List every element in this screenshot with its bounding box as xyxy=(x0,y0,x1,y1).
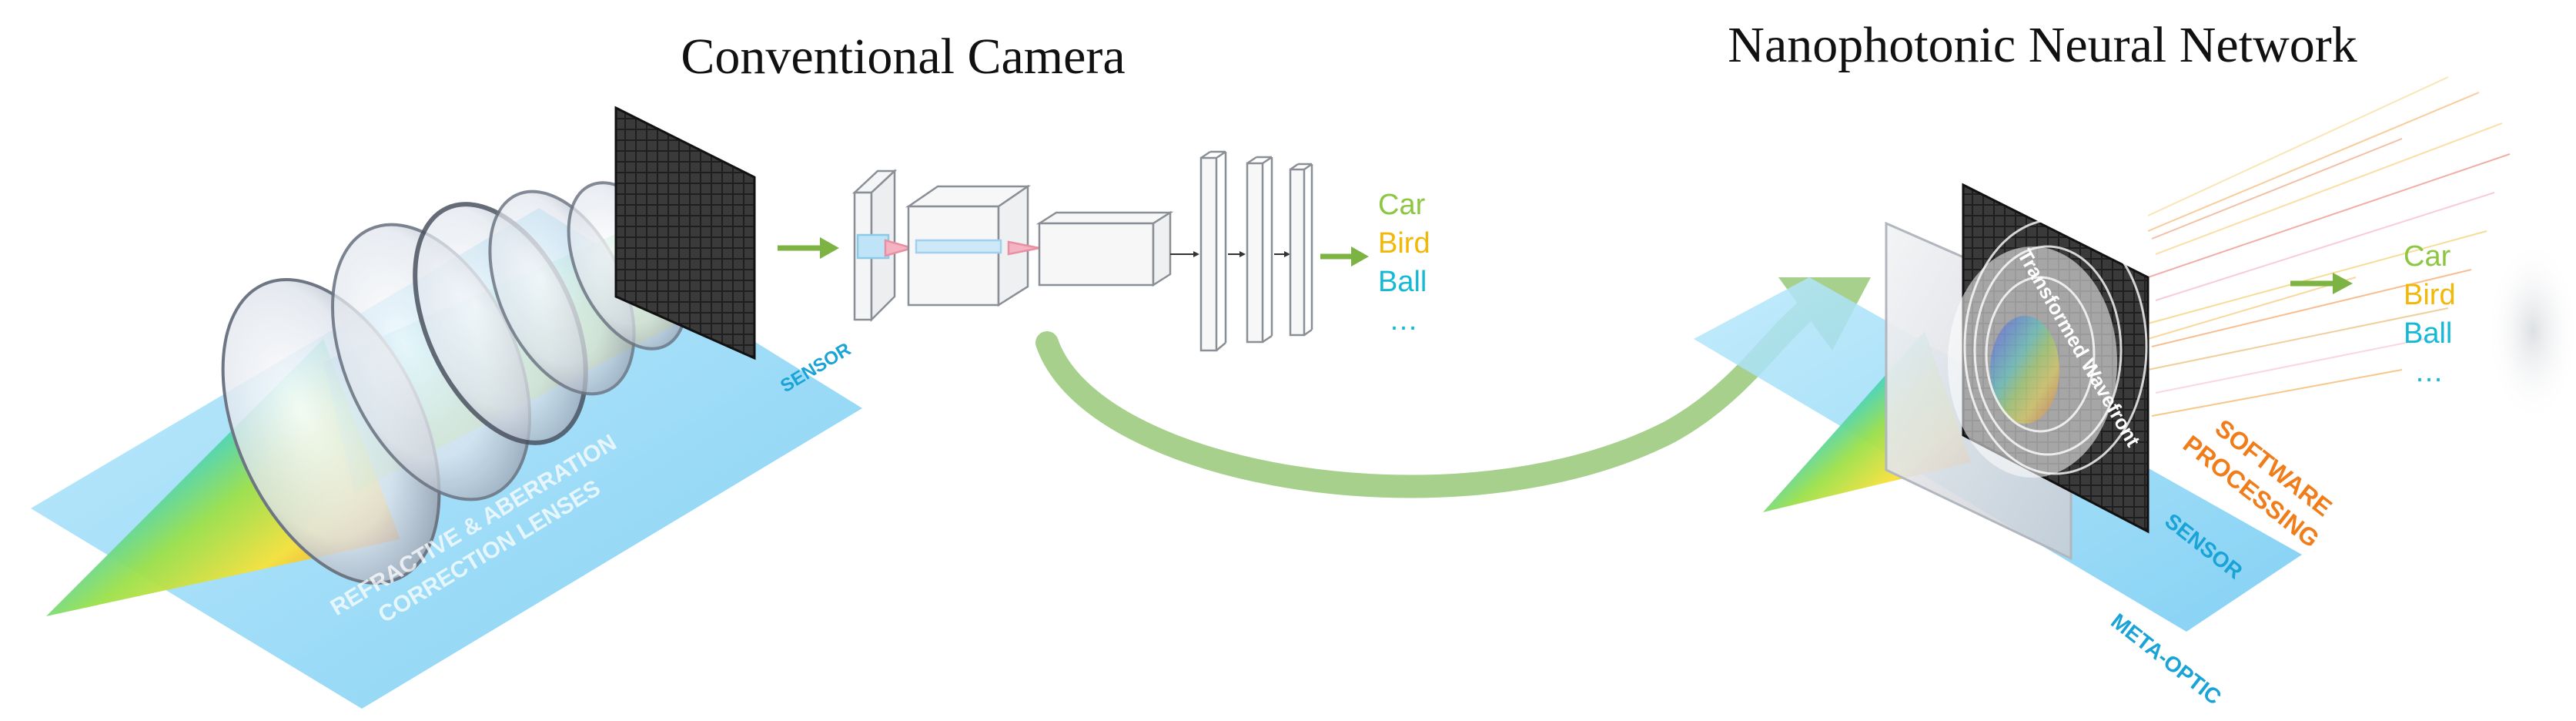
software-rays xyxy=(2147,76,2511,417)
class-label-car: Car xyxy=(1378,189,1426,221)
wavefront-rings xyxy=(1963,218,2148,475)
fc-layer xyxy=(1199,150,1227,352)
left-sensor xyxy=(614,106,756,360)
arrow-nanophotonic-to-classes xyxy=(2290,273,2353,294)
title-conventional-camera: Conventional Camera xyxy=(681,29,1125,85)
cnn-kernel-beam xyxy=(884,239,916,257)
class-label-ball: Ball xyxy=(1378,266,1427,298)
class-label-more: … xyxy=(1389,304,1418,337)
fc-layer xyxy=(1289,163,1313,337)
class-label-more: … xyxy=(2414,356,2444,388)
nanophotonic-illustration: Transformed Wavefront META-OPTIC SENSOR … xyxy=(1694,76,2511,709)
arrow-camera-to-cnn xyxy=(778,237,839,259)
transition-arrow xyxy=(1035,277,1871,498)
arrow-cnn-to-classes xyxy=(1320,246,1369,267)
class-label-bird: Bird xyxy=(2404,279,2456,311)
cnn-input-volume xyxy=(851,169,898,323)
left-class-labels: Car Bird Ball … xyxy=(1378,189,1430,337)
fc-layer xyxy=(1246,156,1273,344)
wavefront-core xyxy=(1990,316,2059,424)
class-label-ball: Ball xyxy=(2404,317,2452,350)
conventional-camera-illustration: REFRACTIVE & ABERRATION CORRECTION LENSE… xyxy=(31,106,862,709)
cnn-kernel-beam xyxy=(1007,240,1040,256)
cnn-conv-volume-2 xyxy=(1035,210,1174,287)
title-nanophotonic-network: Nanophotonic Neural Network xyxy=(1728,17,2357,73)
cnn-conv-volume-1 xyxy=(905,184,1032,307)
class-label-car: Car xyxy=(2404,240,2451,273)
class-label-bird: Bird xyxy=(1378,227,1430,260)
right-edge-shadow xyxy=(2487,239,2576,424)
meta-optic-label: META-OPTIC xyxy=(2106,609,2226,709)
right-class-labels: Car Bird Ball … xyxy=(2404,240,2456,388)
cnn-diagram xyxy=(851,150,1313,352)
